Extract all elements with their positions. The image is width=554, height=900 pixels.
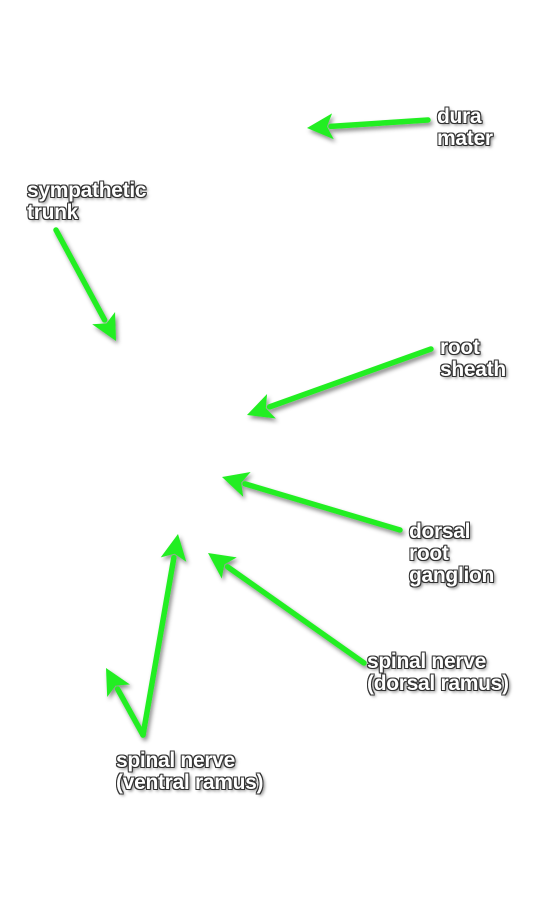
- arrow-spinal-nerve-dorsal-ramus: [208, 553, 367, 666]
- arrow-ventral-ramus-upper: [140, 534, 187, 738]
- label-sympathetic-trunk: sympathetic trunk: [27, 179, 147, 224]
- label-spinal-nerve-dorsal-ramus: spinal nerve (dorsal ramus): [367, 650, 509, 695]
- arrow-root-sheath: [247, 346, 434, 419]
- arrow-sympathetic-trunk: [53, 227, 116, 341]
- label-dura-mater: dura mater: [437, 105, 493, 150]
- arrow-ventral-ramus-lower: [106, 668, 146, 738]
- label-spinal-nerve-ventral-ramus: spinal nerve (ventral ramus): [116, 749, 264, 794]
- label-dorsal-root-ganglion: dorsal root ganglion: [409, 520, 495, 587]
- arrow-dorsal-root-ganglion: [222, 471, 403, 533]
- arrow-dura-mater: [307, 113, 431, 140]
- label-root-sheath: root sheath: [440, 336, 506, 381]
